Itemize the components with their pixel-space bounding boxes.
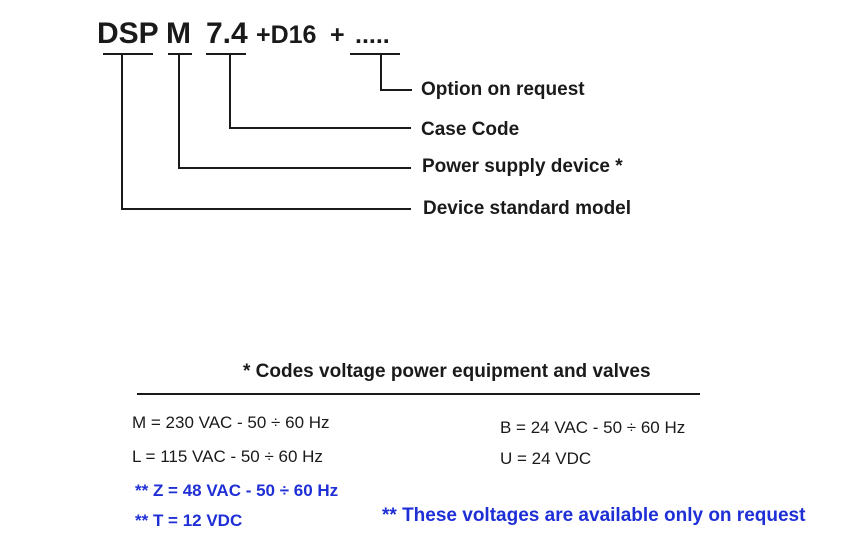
connector-model-horizontal [121, 208, 411, 210]
connector-model-vertical [121, 53, 123, 210]
voltage-code-l: L = 115 VAC - 50 ÷ 60 Hz [132, 447, 323, 466]
label-option-on-request: Option on request [421, 79, 585, 100]
code-power-supply: M [166, 17, 191, 50]
underline-option [350, 53, 400, 55]
legend-divider [137, 393, 700, 395]
voltage-code-b: B = 24 VAC - 50 ÷ 60 Hz [500, 418, 686, 437]
voltage-code-t-request: ** T = 12 VDC [135, 511, 243, 530]
legend-title: * Codes voltage power equipment and valv… [243, 361, 651, 382]
voltage-code-u: U = 24 VDC [500, 449, 592, 468]
connector-power-horizontal [178, 167, 411, 169]
connector-option-horizontal [380, 89, 412, 91]
connector-case-vertical [229, 53, 231, 129]
code-plus: + [330, 21, 345, 49]
code-case: 7.4 [206, 17, 248, 50]
voltage-code-z-request: ** Z = 48 VAC - 50 ÷ 60 Hz [135, 481, 339, 500]
code-dsp: DSP [97, 17, 159, 50]
request-only-note: ** These voltages are available only on … [382, 505, 806, 526]
underline-case [206, 53, 246, 55]
label-case-code: Case Code [421, 119, 520, 140]
code-option-dots: ..... [355, 21, 390, 49]
code-d16: +D16 [256, 21, 317, 49]
voltage-code-m: M = 230 VAC - 50 ÷ 60 Hz [132, 413, 330, 432]
underline-dsp [103, 53, 153, 55]
label-power-supply-device: Power supply device * [422, 156, 623, 177]
connector-case-horizontal [229, 127, 411, 129]
underline-power-supply [168, 53, 192, 55]
connector-power-vertical [178, 53, 180, 169]
label-device-standard-model: Device standard model [423, 198, 632, 219]
connector-option-vertical [380, 53, 382, 91]
